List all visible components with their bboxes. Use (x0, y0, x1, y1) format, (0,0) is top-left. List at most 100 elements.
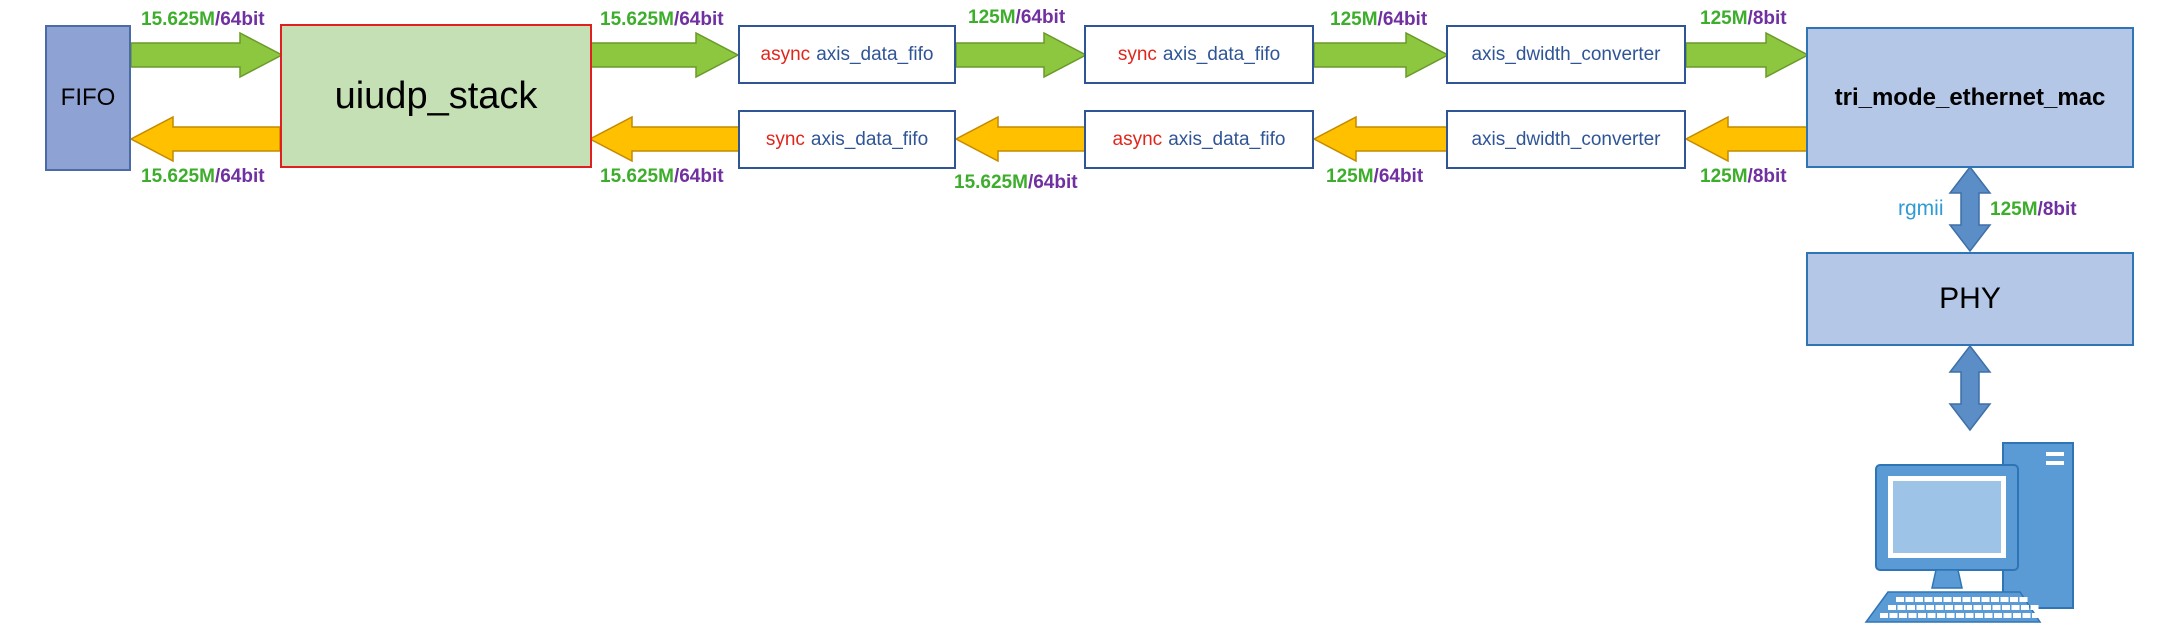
rx-dwidth-converter-name: axis_dwidth_converter (1471, 128, 1661, 150)
keyboard-key (1964, 605, 1972, 610)
width-text: 64bit (1020, 7, 1066, 28)
keyboard-keys (1880, 597, 2050, 618)
separator: / (214, 9, 221, 30)
rx-dwidth-converter-block: axis_dwidth_converter (1446, 110, 1686, 169)
keyboard-key (1935, 605, 1944, 610)
rate-text: 125M (1330, 9, 1378, 30)
keyboard-key (1981, 597, 1990, 602)
tx-dwidth-converter-name: axis_dwidth_converter (1471, 43, 1661, 65)
keyboard-key (2032, 613, 2040, 618)
keyboard-key (1880, 613, 1888, 618)
rx-link-4-label: 125M/64bit (1326, 166, 1423, 188)
keyboard-key (1946, 613, 1955, 618)
keyboard-key (1916, 605, 1925, 610)
phy-block-label: PHY (1939, 282, 2001, 315)
keyboard-key (2041, 613, 2050, 618)
keyboard-key (2021, 605, 2029, 610)
keyboard-key (2002, 605, 2010, 610)
fifo-block-label: FIFO (60, 84, 116, 111)
keyboard-key (1889, 613, 1898, 618)
rx-link-3-label: 15.625M/64bit (954, 172, 1078, 194)
rate-text: 125M (1700, 166, 1748, 187)
rate-text: 125M (1326, 166, 1374, 187)
separator: / (2037, 199, 2043, 220)
keyboard-key (1953, 597, 1961, 602)
mac-block-label: tri_mode_ethernet_mac (1834, 83, 2106, 111)
keyboard-key (1908, 613, 1917, 618)
separator: / (1015, 7, 1021, 28)
rgmii-interface-label: rgmii (1898, 197, 1944, 220)
separator: / (1747, 166, 1753, 187)
keyboard-key (2019, 597, 2028, 602)
mac-phy-link-label: 125M/8bit (1990, 199, 2077, 221)
rate-text: 125M (1700, 8, 1748, 29)
uiudp-stack-block: uiudp_stack (280, 24, 592, 168)
width-text: 64bit (679, 9, 724, 30)
keyboard-key (1945, 605, 1953, 610)
keyboard-key (1954, 605, 1963, 610)
rx-sync-fifo-name: axis_data_fifo (810, 128, 929, 150)
keyboard-key (1937, 613, 1945, 618)
keyboard-key (1994, 613, 2002, 618)
keyboard-key (2011, 605, 2020, 610)
width-text: 64bit (1033, 172, 1078, 193)
width-text: 64bit (1378, 166, 1424, 187)
keyboard-key (1896, 597, 1904, 602)
tx-link-3-label: 125M/64bit (968, 7, 1065, 29)
keyboard-key (1924, 597, 1933, 602)
rate-text: 15.625M (600, 9, 674, 30)
keyboard-key (2022, 613, 2031, 618)
sync-keyword: sync (1117, 43, 1157, 65)
computer-tower-slot (2046, 452, 2064, 456)
width-text: 64bit (220, 9, 265, 30)
keyboard-key (1943, 597, 1952, 602)
desktop-computer-icon (1864, 442, 2074, 623)
uiudp-stack-label: uiudp_stack (334, 74, 538, 117)
rx-link-1-label: 15.625M/64bit (141, 166, 265, 188)
tx-link-5-label: 125M/8bit (1700, 8, 1787, 30)
separator: / (214, 166, 221, 187)
arrow-fifo-to-stack (130, 31, 284, 79)
keyboard-key (1972, 597, 1980, 602)
computer-stand (1931, 569, 1963, 589)
rx-async-fifo-name: axis_data_fifo (1168, 128, 1286, 150)
tx-sync-fifo-name: axis_data_fifo (1162, 43, 1281, 65)
rx-link-5-label: 125M/8bit (1700, 166, 1787, 188)
arrow-sync-fifo-to-stack (588, 115, 741, 163)
keyboard-key (1991, 597, 1999, 602)
rate-text: 15.625M (954, 172, 1028, 193)
sync-keyword: sync (765, 128, 805, 150)
keyboard-key (1918, 613, 1926, 618)
keyboard-key (1975, 613, 1983, 618)
keyboard-key (1897, 605, 1906, 610)
arrow-mac-phy-link (1948, 165, 1992, 253)
tx-link-1-label: 15.625M/64bit (141, 9, 265, 31)
computer-tower-slot (2046, 461, 2064, 465)
arrow-async-fifo-to-sync-fifo (955, 31, 1088, 79)
keyboard-key (1905, 597, 1914, 602)
rate-text: 15.625M (141, 9, 215, 30)
phy-block: PHY (1806, 252, 2134, 346)
width-text: 64bit (220, 166, 265, 187)
async-keyword: async (760, 43, 811, 65)
keyboard-key (2013, 613, 2021, 618)
keyboard-key (1907, 605, 1915, 610)
keyboard-key (2010, 597, 2018, 602)
arrow-phy-computer-link (1948, 344, 1992, 432)
keyboard-key (1965, 613, 1974, 618)
arrow-sync-fifo-to-dwidth (1313, 31, 1450, 79)
arrow-mac-to-dwidth (1684, 115, 1809, 163)
rx-link-2-label: 15.625M/64bit (600, 166, 724, 188)
keyboard-key (1992, 605, 2001, 610)
separator: / (1747, 8, 1753, 29)
keyboard-key (1984, 613, 1993, 618)
fifo-block: FIFO (45, 25, 131, 171)
arrow-async-fifo-to-sync-fifo-rx (954, 115, 1087, 163)
arrow-dwidth-to-async-fifo (1312, 115, 1449, 163)
rate-text: 125M (968, 7, 1016, 28)
width-text: 8bit (1752, 166, 1787, 187)
